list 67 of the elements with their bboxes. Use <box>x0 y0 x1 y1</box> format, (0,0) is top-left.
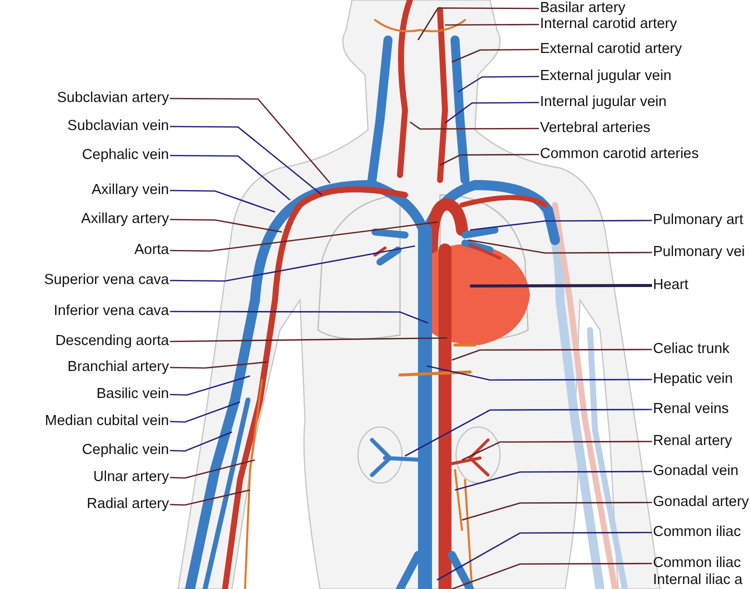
part-label: Branchial artery <box>67 359 169 376</box>
leader-line <box>170 337 447 342</box>
leader-line <box>170 361 268 369</box>
leader-line <box>170 310 428 324</box>
part-label: Axillary vein <box>92 182 169 199</box>
leader-line <box>170 221 438 252</box>
leader-line <box>170 190 276 213</box>
part-label: Common iliac <box>653 555 741 572</box>
leader-line <box>470 284 652 288</box>
leader-line <box>170 218 282 233</box>
leader-line <box>452 48 539 63</box>
leader-line <box>440 154 539 166</box>
part-label: Cephalic vein <box>82 442 169 459</box>
leader-line <box>452 562 652 589</box>
leader-line <box>170 489 250 506</box>
part-label: Heart <box>653 277 688 294</box>
leader-line <box>436 532 652 581</box>
leader-line <box>462 440 652 461</box>
leader-line <box>458 76 539 93</box>
part-label: Renal artery <box>653 433 732 450</box>
leader-line <box>170 431 232 452</box>
part-label: Median cubital vein <box>44 413 169 430</box>
leader-line <box>170 459 256 479</box>
leader-line <box>170 126 322 196</box>
part-label: Common carotid arteries <box>540 146 699 163</box>
part-label: External jugular vein <box>540 68 672 85</box>
leader-line <box>426 365 652 381</box>
part-label: Gonadal vein <box>653 463 738 480</box>
leader-line <box>462 502 652 521</box>
leader-line <box>444 102 539 124</box>
part-label: Basilic vein <box>96 386 169 403</box>
leader-line <box>445 24 539 26</box>
leader-line <box>170 375 250 396</box>
leader-line <box>404 408 652 457</box>
part-label: Pulmonary vei <box>653 244 745 261</box>
part-label: Gonadal artery <box>653 494 749 511</box>
part-label: Superior vena cava <box>44 272 169 289</box>
part-label: Subclavian vein <box>67 118 169 135</box>
part-label: Hepatic vein <box>653 371 733 388</box>
part-label: Basilar artery <box>540 0 626 17</box>
leader-line <box>452 348 652 361</box>
part-label: Aorta <box>134 242 169 259</box>
leader-line <box>170 245 416 282</box>
leader-line <box>454 470 652 491</box>
part-label: External carotid artery <box>540 41 682 58</box>
part-label: Internal jugular vein <box>540 94 667 111</box>
part-label: Vertebral arteries <box>540 120 650 137</box>
part-label: Descending aorta <box>55 333 169 350</box>
part-label: Inferior vena cava <box>54 303 169 320</box>
part-label: Internal carotid artery <box>540 16 678 33</box>
part-label: Axillary artery <box>81 211 169 228</box>
part-label: Ulnar artery <box>93 469 169 486</box>
part-label: Celiac trunk <box>653 341 730 358</box>
leader-line <box>468 239 652 254</box>
part-label: Internal iliac a <box>653 572 742 589</box>
leader-line <box>470 220 652 231</box>
leader-line <box>170 154 290 200</box>
part-label: Common iliac <box>653 524 741 541</box>
part-label: Radial artery <box>86 496 169 513</box>
leader-line <box>170 401 240 423</box>
leader-line <box>417 7 539 40</box>
part-label: Subclavian artery <box>56 90 169 107</box>
leader-line <box>410 121 539 130</box>
part-label: Renal veins <box>653 401 729 418</box>
part-label: Cephalic vein <box>82 147 169 164</box>
part-label: Pulmonary art <box>653 212 744 229</box>
leader-line <box>170 98 330 184</box>
